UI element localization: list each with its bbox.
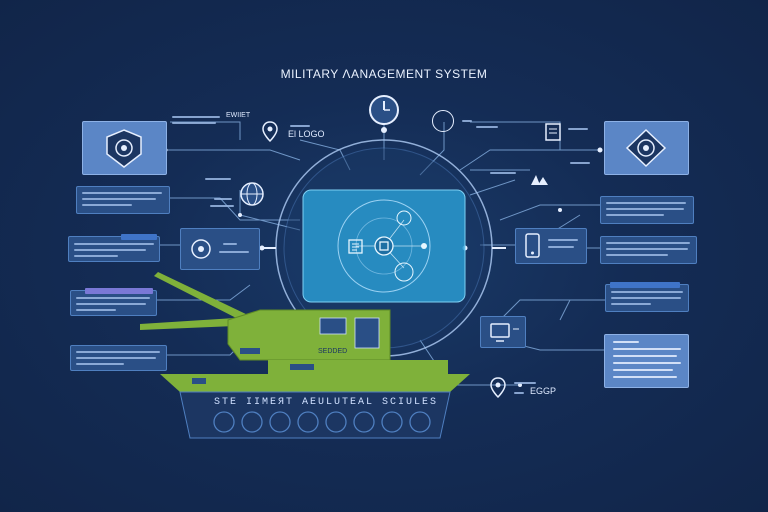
location-pin-icon (490, 377, 506, 399)
page-title: MILITARY ΛANAGEMENT SYSTEM (280, 67, 488, 81)
shield-icon (106, 129, 142, 168)
shield-icon (625, 128, 667, 168)
text-line (172, 116, 220, 118)
text-line (462, 120, 472, 122)
clock-icon (369, 95, 399, 133)
text-line (514, 382, 536, 384)
badge-icon (545, 123, 561, 141)
info-panel-3 (70, 288, 157, 316)
tank-band-label: STE IIMEЯT AEULUTEAL SCIULES (214, 397, 439, 408)
monitor-panel (480, 316, 526, 348)
mobile-device-icon (525, 233, 540, 258)
text-line (514, 392, 524, 394)
text-line (570, 162, 590, 164)
info-panel-2 (68, 234, 160, 262)
info-panel-1 (76, 186, 170, 214)
document-icon (348, 239, 363, 254)
camouflage-icon (531, 175, 548, 185)
text-line (476, 126, 498, 128)
text-line (210, 205, 234, 207)
tank-illustration (140, 272, 470, 439)
globe-icon (240, 182, 264, 206)
chip-icon (374, 236, 394, 256)
info-panel-4 (70, 345, 167, 371)
text-line (205, 178, 231, 180)
text-line (172, 122, 216, 124)
top-left-label: EWIIET (226, 112, 251, 119)
monitor-icon (490, 323, 519, 342)
info-panel-7 (605, 282, 689, 312)
device-panel (515, 228, 587, 264)
shield-panel (82, 121, 167, 175)
target-panel (180, 228, 260, 270)
info-panel-8 (604, 334, 689, 388)
gear-icon (432, 110, 454, 132)
top-left-sub-label: El LOGO (288, 129, 325, 139)
text-line (214, 198, 232, 200)
target-icon (191, 239, 211, 259)
info-panel-6 (600, 236, 697, 264)
location-pin-icon (262, 121, 278, 143)
emblem-panel (604, 121, 689, 175)
bottom-right-label: EGGP (530, 386, 557, 396)
text-line (290, 125, 310, 127)
info-panel-5 (600, 196, 694, 224)
tank-cabin-label: SEDDED (318, 348, 348, 355)
text-line (568, 128, 588, 130)
text-line (490, 172, 516, 174)
